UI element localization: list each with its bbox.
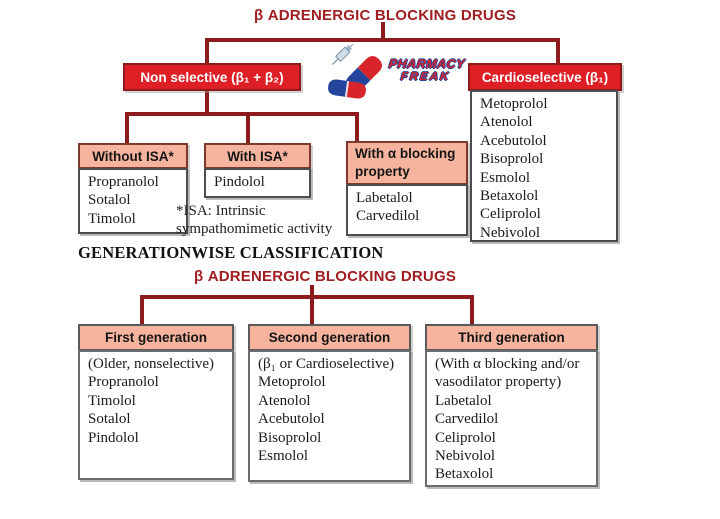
drug-item: Atenolol	[258, 392, 311, 409]
drug-item: Carvedilol	[356, 208, 420, 225]
drug-item: Metoprolol	[480, 96, 548, 112]
alpha-blocking-header: With α blocking property	[346, 141, 468, 185]
drug-item: Pindolol	[214, 174, 265, 190]
drug-item: Betaxolol	[435, 466, 494, 483]
with-isa-drug-list: Pindolol	[204, 168, 311, 198]
third-generation-header: Third generation	[425, 324, 598, 351]
drug-item: Metoprolol	[258, 374, 326, 391]
drug-item: Propranolol	[88, 174, 159, 190]
pharmacy-freak-logo: PHARMACY FREAK	[326, 43, 476, 100]
connector-level1-horizontal	[205, 38, 560, 42]
drug-item: Pindolol	[88, 429, 139, 446]
generation-note: (β₁ or Cardioselective)	[258, 356, 395, 372]
drug-item: Celiprolol	[435, 429, 496, 446]
isa-footnote-line1: *ISA: Intrinsic	[176, 203, 266, 219]
cardioselective-drug-list: Metoprolol Atenolol Acebutolol Bisoprolo…	[470, 90, 618, 242]
generation-note: (Older, nonselective)	[88, 356, 215, 372]
drug-item: Bisoprolol	[258, 429, 322, 446]
drug-item: Labetalol	[356, 190, 413, 206]
drug-item: Celiprolol	[480, 206, 541, 223]
connector-gen1-drop	[140, 295, 144, 326]
isa-footnote-line2: sympathomimetic activity	[176, 221, 333, 237]
second-generation-header: Second generation	[248, 324, 411, 351]
syringe-icon	[332, 43, 354, 65]
drug-item: Acebutolol	[258, 411, 325, 428]
drug-item: Sotalol	[88, 192, 131, 209]
with-isa-header: With ISA*	[204, 143, 311, 169]
drug-item: Nebivolol	[480, 224, 540, 241]
connector-gen-horizontal	[140, 295, 474, 299]
isa-footnote: *ISA: Intrinsic sympathomimetic activity	[176, 202, 356, 238]
connector-cardioselective-drop	[556, 38, 560, 65]
drug-item: Carvedilol	[435, 411, 499, 428]
logo-line1: PHARMACY	[388, 57, 466, 71]
connector-gen-title-drop	[310, 285, 314, 325]
pharmacy-freak-wordmark: PHARMACY FREAK	[387, 57, 466, 84]
connector-gen3-drop	[470, 295, 474, 326]
without-isa-drug-list: Propranolol Sotalol Timolol	[78, 168, 188, 234]
generation-note: (With α blocking and/or vasodilator prop…	[435, 356, 580, 391]
connector-alpha-drop	[355, 112, 359, 142]
first-generation-drug-list: (Older, nonselective) Propranolol Timolo…	[78, 350, 234, 480]
drug-item: Labetalol	[435, 392, 492, 409]
connector-title-drop	[381, 22, 385, 42]
drug-item: Esmolol	[258, 448, 309, 465]
non-selective-box: Non selective (β₁ + β₂)	[123, 63, 301, 91]
drug-item: Nebivolol	[435, 448, 495, 465]
drug-item: Propranolol	[88, 374, 159, 391]
drug-item: Timolol	[88, 210, 136, 227]
connector-nonselective-down	[205, 89, 209, 116]
drug-item: Timolol	[88, 392, 136, 409]
connector-level2-horizontal	[125, 112, 359, 116]
third-generation-drug-list: (With α blocking and/or vasodilator prop…	[425, 350, 598, 487]
connector-with-isa-drop	[246, 112, 250, 144]
drug-item: Esmolol	[480, 169, 531, 186]
generation-tree-title: β ADRENERGIC BLOCKING DRUGS	[193, 268, 457, 285]
drug-item: Bisoprolol	[480, 151, 544, 168]
selectivity-tree-title: β ADRENERGIC BLOCKING DRUGS	[253, 7, 517, 24]
drug-item: Acebutolol	[480, 132, 547, 149]
connector-nonselective-drop	[205, 38, 209, 66]
drug-item: Sotalol	[88, 411, 131, 428]
pill-capsule-icon	[328, 43, 383, 99]
connector-without-isa-drop	[125, 112, 129, 144]
logo-line2: FREAK	[400, 71, 451, 83]
second-generation-drug-list: (β₁ or Cardioselective) Metoprolol Ateno…	[248, 350, 411, 482]
generationwise-heading: GENERATIONWISE CLASSIFICATION	[78, 243, 384, 262]
drug-item: Atenolol	[480, 114, 533, 131]
cardioselective-box: Cardioselective (β₁)	[468, 63, 622, 91]
drug-item: Betaxolol	[480, 188, 539, 205]
without-isa-header: Without ISA*	[78, 143, 188, 169]
alpha-blocking-drug-list: Labetalol Carvedilol	[346, 184, 468, 236]
first-generation-header: First generation	[78, 324, 234, 351]
